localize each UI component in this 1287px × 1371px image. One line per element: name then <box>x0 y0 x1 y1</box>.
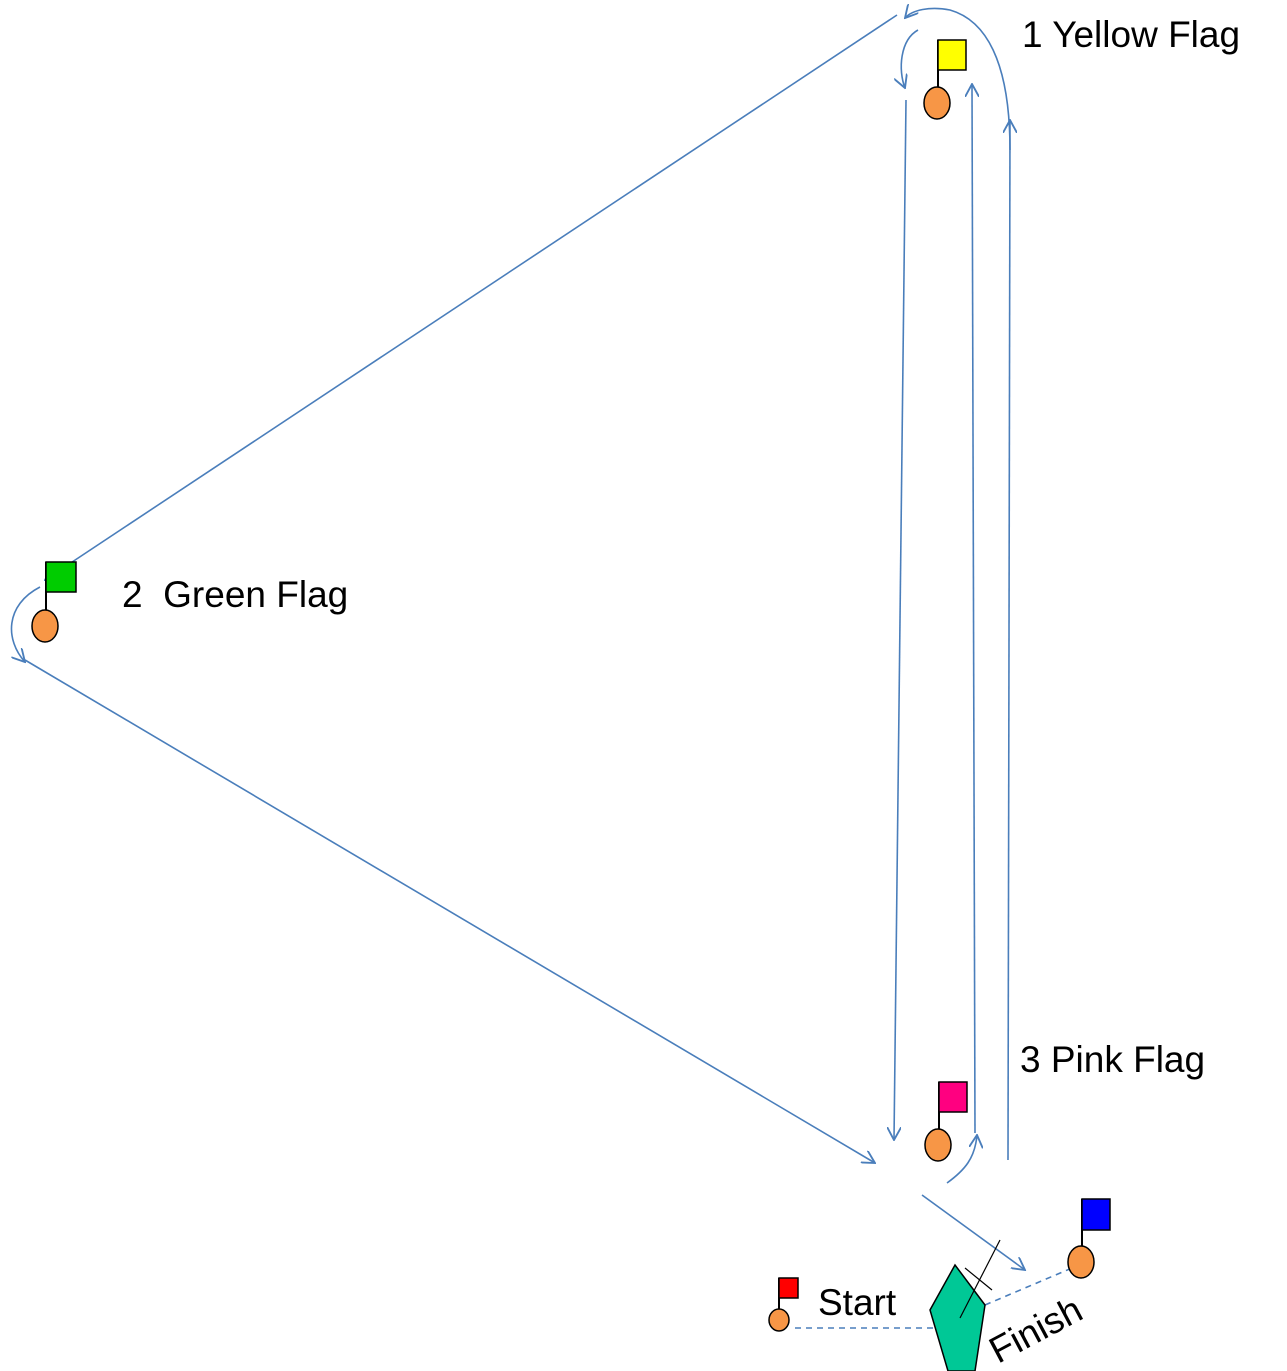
mark-start <box>768 1277 799 1332</box>
rounding-green-arrow <box>10 586 41 662</box>
pink-flag-icon <box>938 1081 968 1113</box>
leg-pink-to-yellow-inner <box>972 84 975 1134</box>
leg-green-to-pink <box>24 659 875 1163</box>
label-start: Start <box>818 1282 897 1323</box>
green-flag-icon <box>45 561 77 593</box>
leg-to-finish <box>921 1194 1025 1270</box>
leg-start-to-yellow-outer <box>1008 120 1010 1161</box>
green-buoy-icon <box>31 609 59 643</box>
blue-flag-icon <box>1081 1198 1111 1231</box>
finish-buoy-icon <box>1067 1245 1095 1279</box>
mark-yellow <box>923 39 967 120</box>
boat-mast-stroke-2 <box>964 1267 993 1291</box>
label-finish: Finish <box>983 1289 1089 1371</box>
yellow-buoy-icon <box>923 86 951 120</box>
leg-yellow-to-green <box>45 14 898 580</box>
label-yellow-flag: 1 Yellow Flag <box>1022 14 1240 55</box>
mark-pink <box>924 1081 968 1162</box>
red-flag-icon <box>778 1277 799 1299</box>
rounding-yellow-inner-arrow <box>901 29 919 88</box>
label-green-flag: 2 Green Flag <box>122 574 348 615</box>
label-pink-flag: 3 Pink Flag <box>1020 1039 1205 1080</box>
rounding-pink-arrow <box>946 1135 977 1184</box>
rounding-yellow-outer-arrow <box>905 8 1011 151</box>
yellow-flag-icon <box>937 39 967 71</box>
mark-finish <box>1067 1198 1111 1279</box>
mark-green <box>31 561 77 643</box>
boat-mast-stroke-1 <box>959 1239 1001 1319</box>
finish-line <box>984 1267 1073 1306</box>
leg-yellow-to-pink <box>894 99 907 1140</box>
pink-buoy-icon <box>924 1128 952 1162</box>
start-buoy-icon <box>768 1308 790 1332</box>
committee-boat <box>929 1263 986 1371</box>
